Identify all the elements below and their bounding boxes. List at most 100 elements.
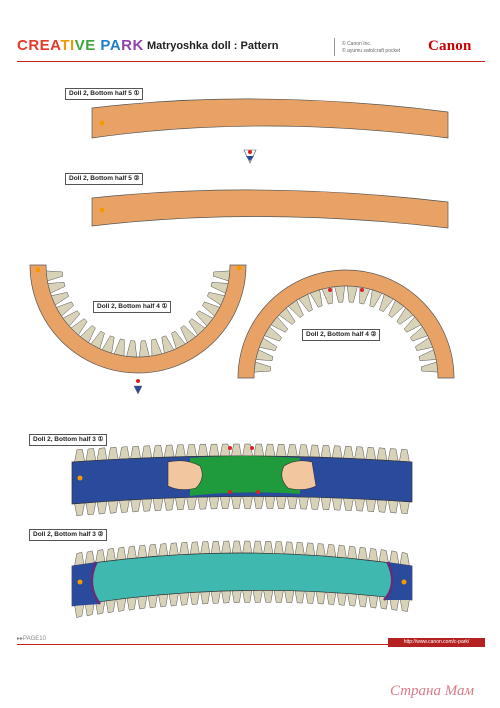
glue-tab bbox=[343, 445, 354, 459]
glue-tab bbox=[200, 541, 211, 555]
glue-tab bbox=[368, 594, 379, 609]
glue-tab bbox=[79, 325, 96, 343]
glue-tab bbox=[253, 496, 265, 509]
glue-tab bbox=[168, 593, 179, 607]
glue-tab bbox=[147, 543, 158, 558]
glue-tab bbox=[387, 448, 399, 462]
glue-tab bbox=[231, 540, 242, 554]
header: CREATIVE PARK Matryoshka doll : Pattern … bbox=[0, 0, 500, 64]
glue-tab bbox=[175, 444, 186, 458]
glue-tab bbox=[186, 496, 197, 510]
glue-tab bbox=[180, 325, 197, 343]
glue-tab bbox=[305, 542, 316, 556]
glue-tab bbox=[263, 540, 274, 554]
glue-tab bbox=[141, 445, 153, 459]
glue-tab bbox=[70, 318, 88, 336]
glue-tab bbox=[298, 293, 313, 313]
glue-tab bbox=[418, 349, 437, 361]
glue-tab bbox=[369, 289, 383, 308]
glue-tab bbox=[50, 292, 70, 306]
glue-tab bbox=[231, 496, 242, 509]
glue-tab bbox=[161, 335, 175, 354]
glue-tab bbox=[85, 501, 97, 516]
glue-tab bbox=[84, 550, 95, 565]
glue-tab bbox=[309, 444, 321, 458]
glue-tab bbox=[315, 591, 326, 605]
glue-tab bbox=[116, 546, 127, 561]
glue-tab bbox=[287, 496, 298, 510]
piece-bottom-half-3-2 bbox=[71, 540, 413, 618]
glue-tab bbox=[163, 444, 175, 458]
glue-tab bbox=[163, 497, 175, 511]
glue-tab bbox=[231, 443, 242, 457]
piece-bottom-half-4-1 bbox=[29, 264, 247, 395]
glue-tab bbox=[74, 603, 85, 618]
glue-tab bbox=[320, 445, 332, 458]
glue-tab bbox=[195, 310, 214, 327]
glue-tab bbox=[126, 340, 138, 358]
glue-tab bbox=[263, 590, 274, 603]
glue-tab bbox=[275, 496, 287, 509]
glue-tab bbox=[74, 551, 85, 566]
glue-tab bbox=[188, 318, 206, 336]
glue-tab bbox=[287, 300, 304, 318]
glue-tab bbox=[116, 598, 127, 612]
glue-tab bbox=[396, 307, 414, 325]
glue-tab bbox=[275, 443, 287, 457]
glue-tab bbox=[130, 445, 141, 459]
glue-tab bbox=[219, 496, 231, 509]
glue-tab bbox=[113, 338, 125, 357]
glue-tab bbox=[253, 443, 265, 457]
glue-tab bbox=[273, 590, 284, 603]
glue-tab bbox=[151, 338, 163, 357]
page-number: ▸▸PAGE10 bbox=[17, 636, 46, 642]
glue-tab bbox=[101, 335, 115, 354]
glue-tab bbox=[85, 448, 97, 462]
glue-tab bbox=[242, 590, 253, 603]
glue-tab bbox=[252, 540, 263, 554]
glue-tab bbox=[208, 496, 220, 510]
glue-tab bbox=[210, 282, 229, 294]
glue-tab bbox=[221, 540, 232, 554]
glue-tab bbox=[294, 590, 305, 604]
glue-tab bbox=[331, 497, 343, 511]
glue-tab bbox=[258, 337, 278, 351]
glue-tab bbox=[263, 326, 282, 342]
glue-tab bbox=[399, 500, 410, 515]
glue-tab bbox=[331, 445, 343, 459]
glue-tab bbox=[315, 543, 326, 557]
glue-tab bbox=[242, 540, 253, 554]
glue-tab bbox=[379, 293, 394, 313]
glue-tab bbox=[219, 443, 231, 457]
glue-tab bbox=[221, 590, 232, 604]
canon-logo[interactable]: Canon bbox=[428, 38, 472, 54]
glue-tab bbox=[410, 326, 429, 342]
glue-tab bbox=[126, 545, 137, 560]
glue-tab bbox=[326, 543, 337, 558]
glue-tab bbox=[347, 593, 358, 607]
glue-tab bbox=[74, 448, 85, 463]
footer-url-link[interactable]: http://www.canon.com/c-park/ bbox=[388, 638, 485, 647]
glue-tab bbox=[378, 549, 389, 563]
glue-tab bbox=[347, 545, 358, 560]
glue-tab bbox=[130, 499, 141, 513]
glue-tab bbox=[365, 498, 377, 513]
glue-tab bbox=[147, 594, 158, 609]
glue-tab bbox=[336, 592, 347, 606]
glue-tab bbox=[357, 546, 368, 561]
glue-tab bbox=[309, 496, 321, 510]
glue-tab bbox=[189, 541, 200, 555]
glue-tab bbox=[298, 444, 309, 458]
glue-tab bbox=[242, 443, 253, 457]
footer-rule bbox=[17, 644, 485, 645]
glue-tab bbox=[206, 292, 226, 306]
creative-park-logo[interactable]: CREATIVE PARK bbox=[17, 37, 144, 54]
glue-tab bbox=[96, 447, 108, 461]
piece-bottom-half-4-2 bbox=[237, 269, 455, 379]
glue-tab bbox=[278, 307, 296, 325]
glue-tab bbox=[255, 349, 274, 361]
glue-tab bbox=[284, 541, 295, 555]
header-divider bbox=[334, 38, 335, 56]
glue-tab bbox=[305, 590, 316, 604]
